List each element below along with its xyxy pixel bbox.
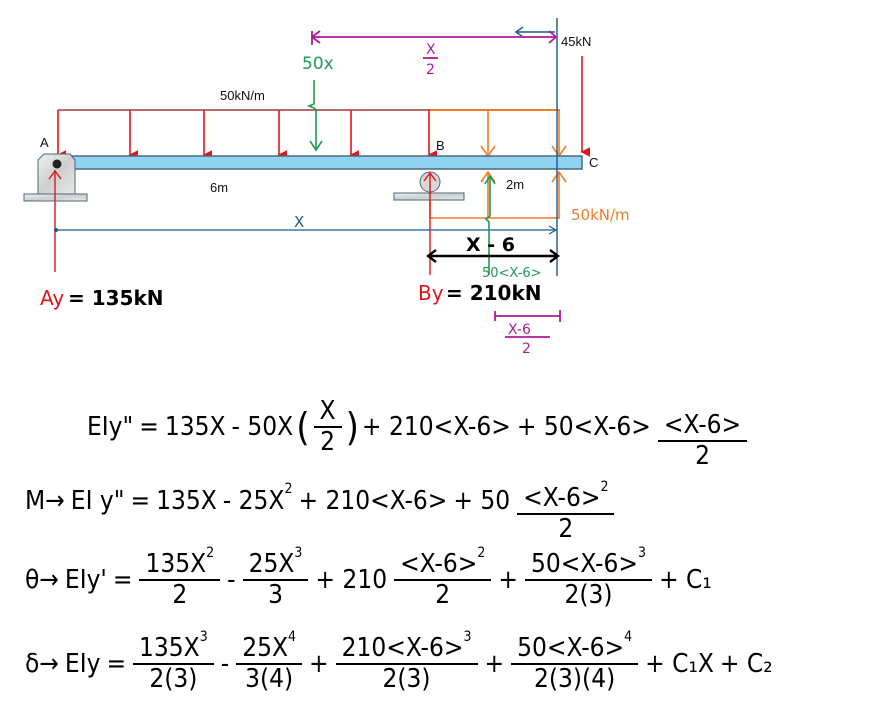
eq3-fraction-1: 135X2 2 bbox=[139, 545, 221, 609]
eq4-fraction-3: 210<X-6>3 2(3) bbox=[335, 629, 478, 693]
dimension-x-minus-6 bbox=[426, 249, 560, 263]
equation-3-slope: θ→ EIy' = 135X2 2 - 25X3 3 + 210 <X-6>2 … bbox=[25, 544, 712, 610]
eq3-fraction-3: <X-6>2 2 bbox=[394, 545, 492, 609]
eq2-prefix: M→ bbox=[25, 486, 65, 516]
reaction-B-name: By bbox=[418, 281, 444, 305]
eq3-prefix: θ→ bbox=[25, 565, 59, 595]
eq4-fraction-1: 135X3 2(3) bbox=[133, 629, 214, 693]
eq2-fraction: <X-6>2 2 bbox=[517, 479, 615, 543]
eq1-lhs: EIy" bbox=[87, 412, 134, 442]
eq1-term-2: - 50X bbox=[231, 412, 294, 442]
eq3-equals: = bbox=[112, 565, 133, 595]
point-load-label: 45kN bbox=[561, 34, 591, 49]
resultant-50x bbox=[306, 80, 496, 275]
eq3-fraction-2: 25X3 3 bbox=[242, 545, 309, 609]
distributed-load-label: 50kN/m bbox=[220, 88, 265, 103]
point-A-label: A bbox=[40, 135, 49, 150]
beam bbox=[57, 155, 583, 170]
eq2-term-2: - 25X2 bbox=[222, 481, 293, 516]
span-AB-label: 6m bbox=[210, 180, 228, 195]
eq2-equals: = bbox=[130, 486, 151, 516]
arm-2-denominator: 2 bbox=[522, 341, 531, 357]
eq1-fraction-1: X 2 bbox=[313, 397, 342, 456]
x-minus-6-label: X - 6 bbox=[466, 234, 515, 256]
eq4-equals: = bbox=[106, 649, 127, 679]
eq1-equals: = bbox=[139, 412, 159, 442]
eq4-fraction-4: 50<X-6>4 2(3)(4) bbox=[511, 629, 639, 693]
x-label: X bbox=[294, 213, 304, 231]
arm-x-minus-6-over-2 bbox=[494, 310, 561, 338]
eq1-fraction-2: <X-6> 2 bbox=[657, 411, 748, 470]
reaction-lines bbox=[48, 169, 437, 275]
eq2-lhs: EI y" bbox=[70, 486, 125, 516]
section-arrow bbox=[514, 26, 555, 38]
eq2-term-4: + 50 bbox=[453, 486, 511, 516]
eq3-lhs: EIy' bbox=[64, 565, 107, 595]
udl-arrows bbox=[56, 56, 590, 160]
eq4-constant-2: + C₂ bbox=[719, 649, 773, 679]
span-BC-label: 2m bbox=[506, 177, 524, 192]
eq3-fraction-4: 50<X-6>3 2(3) bbox=[524, 545, 652, 609]
reaction-B-value: = 210kN bbox=[446, 281, 542, 305]
arm-1-denominator: 2 bbox=[426, 62, 435, 78]
equation-2-moment: M→ EI y" = 135X - 25X2 + 210<X-6> + 50 <… bbox=[22, 466, 618, 543]
roller-support-B bbox=[393, 171, 465, 201]
eq1-term-3: + 210<X-6> bbox=[361, 412, 511, 442]
eq1-term-1: 135X bbox=[164, 412, 226, 442]
eq4-prefix: δ→ bbox=[25, 649, 59, 679]
point-C-label: C bbox=[589, 155, 598, 170]
equation-1: EIy" = 135X - 50X ( X 2 ) + 210<X-6> + 5… bbox=[84, 392, 751, 470]
cut-load-label: 50kN/m bbox=[571, 206, 630, 224]
eq4-fraction-2: 25X4 3(4) bbox=[236, 629, 302, 693]
reaction-A-value: = 135kN bbox=[68, 286, 164, 310]
eq2-term-1: 135X bbox=[156, 486, 217, 516]
eq4-constant-1: + C₁X bbox=[645, 649, 714, 679]
arm-1-numerator: X bbox=[426, 42, 436, 58]
resultant-2-label: 50<X-6> bbox=[482, 266, 542, 281]
equation-4-deflection: δ→ EIy = 135X3 2(3) - 25X4 3(4) + 210<X-… bbox=[25, 628, 773, 694]
eq2-term-3: + 210<X-6> bbox=[298, 486, 448, 516]
arm-2-numerator: X-6 bbox=[508, 322, 531, 338]
resultant-50x-label: 50x bbox=[302, 54, 334, 74]
eq4-lhs: EIy bbox=[64, 649, 101, 679]
arm-x-over-2 bbox=[310, 30, 558, 45]
eq3-constant: + C₁ bbox=[659, 565, 712, 595]
point-B-label: B bbox=[436, 138, 445, 153]
eq1-term-4: + 50<X-6> bbox=[516, 412, 651, 442]
reaction-A-name: Ay bbox=[40, 286, 64, 310]
beam-diagram: A B C 50kN/m 45kN 6m 2m X 50kN/m 50x X 2… bbox=[23, 18, 630, 357]
